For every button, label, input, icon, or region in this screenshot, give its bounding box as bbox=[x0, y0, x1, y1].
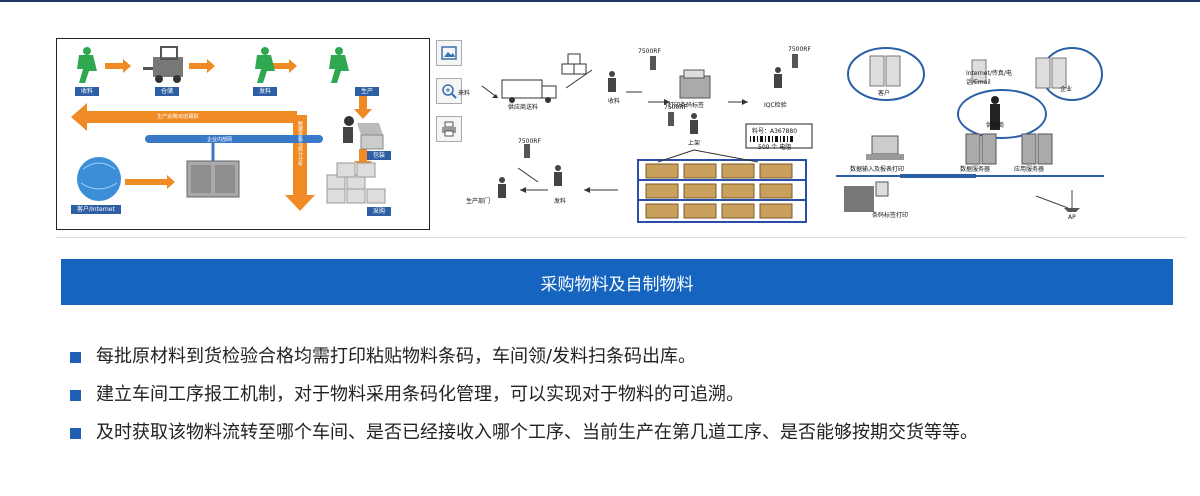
db-server-label: 数据服务器 bbox=[960, 166, 991, 173]
vertical-label: 数据采集与统计分析 bbox=[297, 121, 303, 166]
barcode-quantity: 500 个 电阻 bbox=[758, 144, 792, 151]
image-toolbar bbox=[436, 40, 464, 154]
print-icon bbox=[442, 121, 456, 137]
iqc-label: IQC检验 bbox=[764, 102, 787, 109]
bullet-square-icon bbox=[70, 390, 81, 401]
bullet-square-icon bbox=[70, 428, 81, 439]
customer-label: 客户/Internet bbox=[71, 205, 121, 214]
app-server-label: 应用服务器 bbox=[1014, 166, 1045, 173]
material-flow-diagram: 来料 供应商送料 收料 打印条码标签 IQC检验 7500RF 7500RF 7… bbox=[458, 40, 830, 226]
enterprise-label: 企业 bbox=[1060, 86, 1073, 93]
bullet-square-icon bbox=[70, 352, 81, 363]
produce-label: 生产 bbox=[355, 87, 380, 96]
bullet-text: 及时获取该物料流转至哪个车间、是否已经接收入哪个工序、当前生产在第几道工序、是否… bbox=[96, 422, 978, 443]
arrive-label: 来料 bbox=[458, 90, 471, 97]
internet-label: Internet/传真/电话/Email bbox=[966, 70, 1012, 86]
ap-label: AP bbox=[1068, 214, 1076, 221]
transport-label: 供应商送料 bbox=[508, 104, 539, 111]
rf-label-4: 7500RF bbox=[518, 138, 541, 145]
divider bbox=[56, 237, 1186, 238]
print-label-label: 打印条码标签 bbox=[668, 102, 705, 109]
process-flow-graphic bbox=[71, 46, 386, 211]
ship-label: 发料 bbox=[253, 87, 278, 96]
network-diagram: 客户 Internet/传真/电话/Email 企业 供应商 数据输入及报表打印… bbox=[836, 40, 1104, 226]
section-banner: 采购物料及自制物料 bbox=[61, 259, 1173, 305]
print-button[interactable] bbox=[436, 116, 462, 142]
zoom-in-icon bbox=[442, 84, 457, 99]
list-item: 及时获取该物料流转至哪个车间、是否已经接收入哪个工序、当前生产在第几道工序、是否… bbox=[70, 420, 1180, 446]
zoom-in-button[interactable] bbox=[436, 78, 462, 104]
barcode-print-label: 条码标签打印 bbox=[872, 212, 909, 219]
intranet-label: 企业内部网 bbox=[207, 137, 233, 143]
material-flow-graphic bbox=[481, 53, 813, 223]
supplier-label: 供应商 bbox=[986, 122, 1005, 129]
customer-label-3: 客户 bbox=[878, 90, 891, 97]
bullet-text: 建立车间工序报工机制，对于物料采用条码化管理，可以实现对于物料的可追溯。 bbox=[96, 384, 744, 405]
receive-label: 收料 bbox=[75, 87, 100, 96]
warehouse-label: 仓储 bbox=[155, 87, 180, 96]
data-input-label: 数据输入及报表打印 bbox=[850, 166, 905, 173]
list-item: 建立车间工序报工机制，对于物料采用条码化管理，可以实现对于物料的可追溯。 bbox=[70, 382, 1180, 408]
network-graphic bbox=[836, 47, 1104, 212]
purchase-label: 采购 bbox=[367, 207, 392, 216]
list-item: 每批原材料到货检验合格均需打印粘贴物料条码，车间领/发料扫条码出库。 bbox=[70, 344, 1180, 370]
top-rule bbox=[0, 0, 1200, 2]
image-icon bbox=[441, 46, 457, 60]
production-label: 生产部门 bbox=[466, 198, 491, 205]
issue-label: 发料 bbox=[554, 198, 567, 205]
rf-label-2: 7500RF bbox=[788, 46, 811, 53]
barcode-number: 料号：A367880 bbox=[752, 128, 798, 135]
image-view-button[interactable] bbox=[436, 40, 462, 66]
bullet-text: 每批原材料到货检验合格均需打印粘贴物料条码，车间领/发料扫条码出库。 bbox=[96, 346, 697, 367]
trace-label: 生产追溯/动态跟踪 bbox=[157, 114, 199, 120]
rf-label-1: 7500RF bbox=[638, 48, 661, 55]
receiving-label: 收料 bbox=[608, 98, 621, 105]
pack-label: 包装 bbox=[367, 151, 392, 160]
rf-label-3: 7500RF bbox=[664, 104, 687, 111]
shelf-label: 上架 bbox=[688, 140, 701, 147]
process-flow-diagram: 收料 仓储 发料 生产 包装 采购 客户/Internet 企业内部网 生产追溯… bbox=[56, 38, 430, 230]
bullet-list: 每批原材料到货检验合格均需打印粘贴物料条码，车间领/发料扫条码出库。 建立车间工… bbox=[70, 344, 1180, 446]
